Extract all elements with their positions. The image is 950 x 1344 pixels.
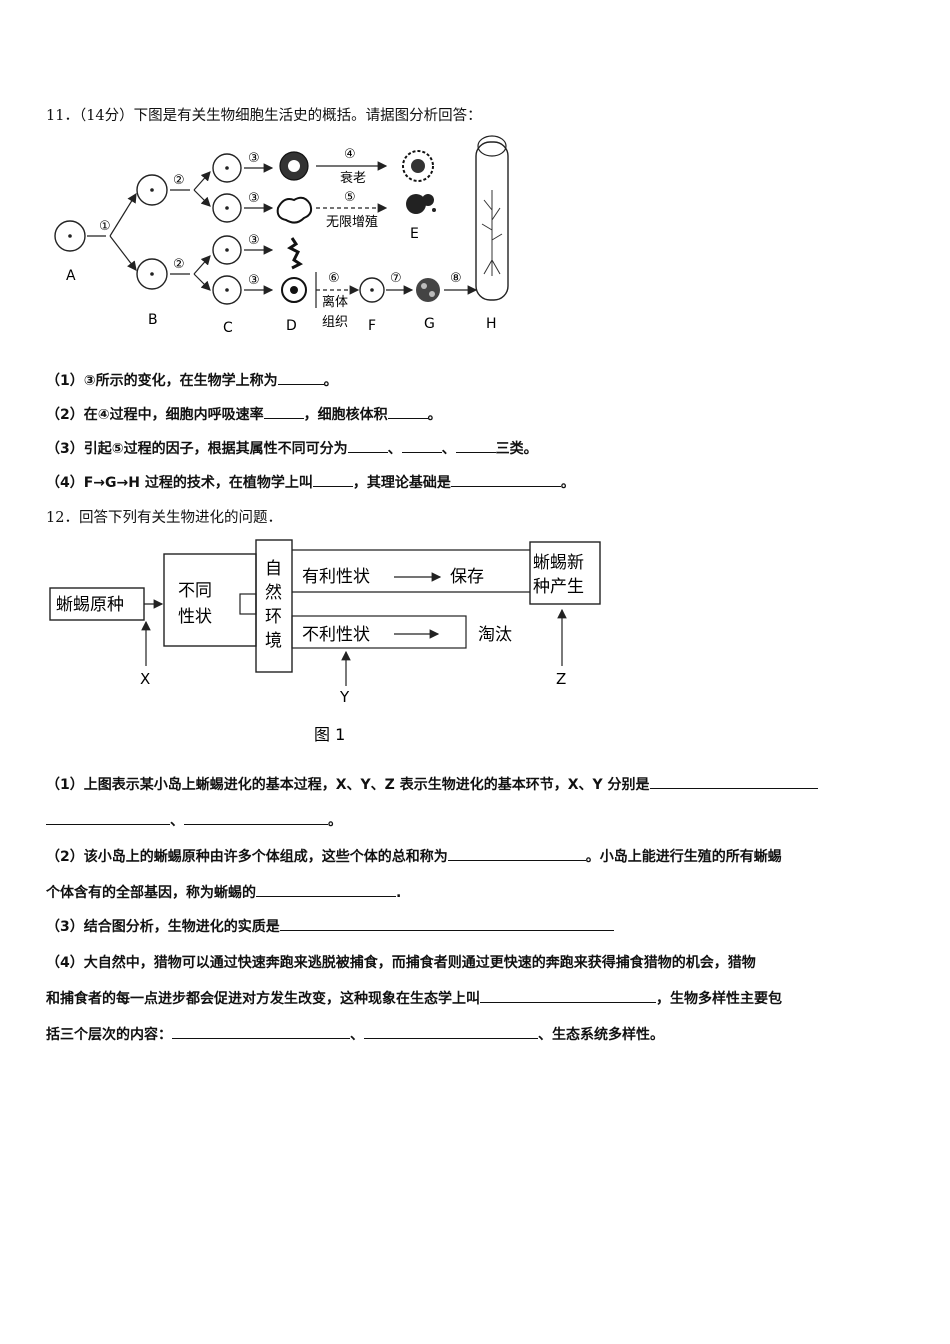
- box-natural-environment: [255, 539, 293, 673]
- label-x: X: [140, 670, 150, 688]
- step-3-label-1: ③: [248, 151, 260, 166]
- answer-blank[interactable]: [401, 438, 442, 453]
- aging-text: 衰老: [340, 170, 366, 186]
- answer-blank[interactable]: [279, 916, 614, 931]
- cell-b-bottom: [136, 258, 168, 290]
- label-f: F: [368, 318, 376, 334]
- q11-part-2: （2）在④过程中，细胞内呼吸速率，细胞核体积。: [46, 404, 442, 424]
- q12-part-1-cont: 、。: [46, 810, 342, 830]
- eliminate-text: 淘汰: [478, 625, 512, 645]
- answer-blank[interactable]: [184, 810, 328, 825]
- q12-part-4-line2: 和捕食者的每一点进步都会促进对方发生改变，这种现象在生态学上叫，生物多样性主要包: [46, 988, 782, 1008]
- cell-f: [359, 277, 385, 303]
- label-c: C: [223, 320, 233, 336]
- q11-part-1: （1）③所示的变化，在生物学上称为。: [46, 370, 338, 390]
- answer-blank[interactable]: [649, 774, 818, 789]
- q12-part-2: （2）该小岛上的蜥蜴原种由许多个体组成，这些个体的总和称为。小岛上能进行生殖的所…: [46, 846, 782, 866]
- answer-blank[interactable]: [364, 1024, 538, 1039]
- answer-blank[interactable]: [263, 404, 304, 419]
- q11-part-4: （4）F→G→H 过程的技术，在植物学上叫，其理论基础是。: [46, 472, 575, 492]
- q12-part-4: （4）大自然中，猎物可以通过快速奔跑来逃脱被捕食，而捕食者则通过更快速的奔跑来获…: [46, 955, 756, 971]
- step-2-top-label: ②: [173, 173, 185, 188]
- differentiated-cell-3: [287, 237, 303, 270]
- box-new-species: [529, 541, 601, 605]
- label-h: H: [486, 316, 497, 332]
- unlimited-proliferation-text: 无限增殖: [326, 214, 378, 230]
- differentiated-cell-4: [281, 277, 307, 303]
- test-tube-h: [475, 141, 509, 301]
- answer-blank[interactable]: [347, 438, 388, 453]
- q12-part-2-cont: 个体含有的全部基因，称为蜥蜴的.: [46, 882, 401, 902]
- different-text: 不同: [178, 581, 212, 601]
- step-3-label-4: ③: [248, 273, 260, 288]
- env-char-1: 自: [265, 559, 282, 579]
- step-8-label: ⑧: [450, 271, 462, 286]
- label-z: Z: [556, 670, 566, 688]
- step-6-label: ⑥: [328, 271, 340, 286]
- env-char-4: 境: [265, 631, 282, 651]
- new-species-text-2: 种产生: [533, 577, 584, 597]
- answer-blank[interactable]: [387, 404, 428, 419]
- new-species-text-1: 蜥蜴新: [533, 553, 584, 573]
- label-y: Y: [339, 688, 350, 706]
- original-species-text: 蜥蜴原种: [56, 595, 124, 615]
- figure-caption: 图 1: [314, 725, 345, 744]
- favorable-traits-text: 有利性状: [302, 567, 370, 587]
- q12-part-3: （3）结合图分析，生物进化的实质是: [46, 916, 614, 936]
- cell-b-top: [136, 174, 168, 206]
- q12-header: 12．回答下列有关生物进化的问题．: [46, 510, 282, 526]
- evolution-diagram: 蜥蜴原种 X 不同 性状 自 然 环 境 有利性状 保存 蜥蜴新 种产生 Z 不…: [49, 539, 601, 744]
- q11-part-3: （3）引起⑤过程的因子，根据其属性不同可分为、、三类。: [46, 438, 538, 458]
- q12-part-4-line3: 括三个层次的内容：、、生态系统多样性。: [46, 1024, 664, 1044]
- label-a: A: [66, 268, 76, 284]
- answer-blank[interactable]: [277, 370, 324, 385]
- differentiated-cell-2: [276, 196, 313, 224]
- env-char-2: 然: [265, 583, 282, 603]
- answer-blank[interactable]: [447, 846, 586, 861]
- answer-blank[interactable]: [256, 882, 396, 897]
- cell-life-history-diagram: ① ② ② ③ ③ ③ ③ ④ 衰老 ⑤ 无限增殖 E ⑥ 离体 组织: [54, 135, 509, 336]
- tissue-text: 组织: [322, 315, 348, 330]
- q11-header: 11．（14分）下图是有关生物细胞生活史的概括。请据图分析回答：: [46, 108, 482, 124]
- answer-blank[interactable]: [312, 472, 353, 487]
- step-5-label: ⑤: [344, 190, 356, 205]
- answer-blank[interactable]: [450, 472, 561, 487]
- q12-part-1: （1）上图表示某小岛上蜥蜴进化的基本过程，X、Y、Z 表示生物进化的基本环节，X…: [46, 774, 818, 794]
- env-char-3: 环: [265, 607, 282, 627]
- step-1-label: ①: [99, 219, 111, 234]
- answer-blank[interactable]: [480, 988, 656, 1003]
- step-3-label-2: ③: [248, 191, 260, 206]
- label-e: E: [410, 226, 419, 242]
- cancer-cell: [406, 194, 426, 214]
- step-7-label: ⑦: [390, 271, 402, 286]
- cell-a: [54, 220, 86, 252]
- step-4-label: ④: [344, 147, 356, 162]
- callus-g: [416, 278, 440, 302]
- isolated-text: 离体: [322, 294, 348, 310]
- label-d: D: [286, 318, 297, 334]
- answer-blank[interactable]: [46, 810, 170, 825]
- traits-text: 性状: [178, 607, 212, 627]
- step-3-label-3: ③: [248, 233, 260, 248]
- answer-blank[interactable]: [455, 438, 496, 453]
- answer-blank[interactable]: [172, 1024, 350, 1039]
- label-b: B: [148, 312, 158, 328]
- step-2-bottom-label: ②: [173, 257, 185, 272]
- unfavorable-traits-text: 不利性状: [302, 625, 370, 645]
- label-g: G: [424, 316, 435, 332]
- aged-cell: [402, 150, 434, 182]
- preserve-text: 保存: [450, 567, 484, 587]
